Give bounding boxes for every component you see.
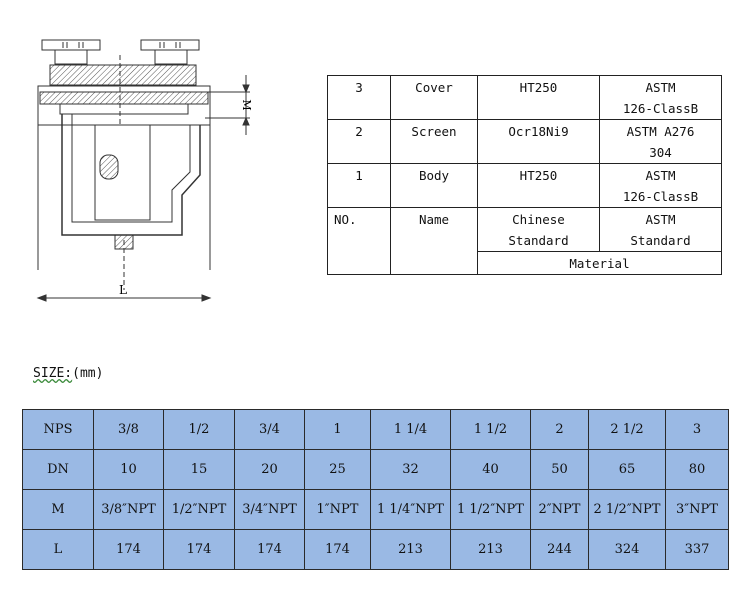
size-cell: 2 1/2″NPT (588, 489, 666, 530)
size-cell: 174 (93, 529, 164, 570)
material-no: 1 (327, 163, 391, 208)
size-cell: 213 (450, 529, 531, 570)
size-row-dn: DN 10 15 20 25 32 40 50 65 80 (22, 449, 729, 490)
material-chinese-std: HT250 (477, 163, 600, 208)
screen-mesh-window (99, 154, 119, 180)
size-table: NPS 3/8 1/2 3/4 1 1 1/4 1 1/2 2 2 1/2 3 … (22, 409, 729, 570)
material-footer-row: Material (328, 251, 722, 275)
size-cell: 25 (304, 449, 371, 490)
header-material: Material (477, 251, 722, 275)
material-astm-std: ASTM 126-ClassB (599, 75, 722, 120)
size-cell: 15 (163, 449, 235, 490)
material-row: 2 Screen Ocr18Ni9 ASTM A276 304 (327, 119, 722, 164)
size-cell: 1 1/2 (450, 409, 531, 450)
size-cell: 2 1/2 (588, 409, 666, 450)
material-astm-std: ASTM 126-ClassB (599, 163, 722, 208)
header-chinese-std: Chinese Standard (477, 207, 600, 252)
size-cell: 3″NPT (665, 489, 729, 530)
row-head: M (22, 489, 94, 530)
size-cell: 2″NPT (530, 489, 589, 530)
header-no: NO. (327, 207, 391, 275)
size-cell: 244 (530, 529, 589, 570)
size-cell: 40 (450, 449, 531, 490)
size-row-m: M 3/8″NPT 1/2″NPT 3/4″NPT 1″NPT 1 1/4″NP… (22, 489, 729, 530)
size-cell: 1 1/4 (370, 409, 451, 450)
size-row-l: L 174 174 174 174 213 213 244 324 337 (22, 529, 729, 570)
dimension-l-label: L (119, 283, 127, 297)
bolt-shank-right (154, 49, 188, 65)
size-cell: 337 (665, 529, 729, 570)
size-cell: 2 (530, 409, 589, 450)
size-cell: 3/8 (93, 409, 164, 450)
material-header-row: NO. Name Chinese Standard ASTM Standard (327, 207, 722, 275)
size-heading-unit: (mm) (72, 366, 104, 381)
material-no: 2 (327, 119, 391, 164)
material-name: Screen (390, 119, 478, 164)
size-cell: 80 (665, 449, 729, 490)
row-head: DN (22, 449, 94, 490)
size-heading: SIZE:(mm) (33, 366, 103, 381)
size-row-nps: NPS 3/8 1/2 3/4 1 1 1/4 1 1/2 2 2 1/2 3 (22, 409, 729, 450)
size-cell: 174 (234, 529, 305, 570)
size-cell: 50 (530, 449, 589, 490)
size-cell: 3/4 (234, 409, 305, 450)
bolt-head-right (140, 39, 200, 51)
size-cell: 213 (370, 529, 451, 570)
dimension-m-label: M (240, 99, 253, 110)
size-cell: 20 (234, 449, 305, 490)
material-astm-std: ASTM A276 304 (599, 119, 722, 164)
material-row: 3 Cover HT250 ASTM 126-ClassB (327, 75, 722, 120)
material-name: Cover (390, 75, 478, 120)
size-cell: 3/4″NPT (234, 489, 305, 530)
size-cell: 10 (93, 449, 164, 490)
material-row: 1 Body HT250 ASTM 126-ClassB (327, 163, 722, 208)
material-chinese-std: HT250 (477, 75, 600, 120)
cover (49, 64, 197, 86)
size-cell: 324 (588, 529, 666, 570)
header-name: Name (390, 207, 478, 275)
material-name: Body (390, 163, 478, 208)
size-cell: 1 1/4″NPT (370, 489, 451, 530)
size-cell: 65 (588, 449, 666, 490)
size-cell: 1″NPT (304, 489, 371, 530)
size-cell: 3 (665, 409, 729, 450)
row-head: NPS (22, 409, 94, 450)
size-cell: 3/8″NPT (93, 489, 164, 530)
bolt-shank-left (54, 49, 88, 65)
bolt-head-left (41, 39, 101, 51)
strainer-drawing: L M (36, 39, 253, 302)
material-chinese-std: Ocr18Ni9 (477, 119, 600, 164)
size-cell: 1/2″NPT (163, 489, 235, 530)
row-head: L (22, 529, 94, 570)
size-cell: 1/2 (163, 409, 235, 450)
material-no: 3 (327, 75, 391, 120)
size-cell: 174 (163, 529, 235, 570)
size-cell: 174 (304, 529, 371, 570)
size-cell: 1 1/2″NPT (450, 489, 531, 530)
size-cell: 32 (370, 449, 451, 490)
size-heading-label: SIZE: (33, 366, 73, 381)
header-astm-std: ASTM Standard (599, 207, 722, 252)
material-table: 3 Cover HT250 ASTM 126-ClassB 2 Screen O… (327, 75, 722, 275)
size-cell: 1 (304, 409, 371, 450)
